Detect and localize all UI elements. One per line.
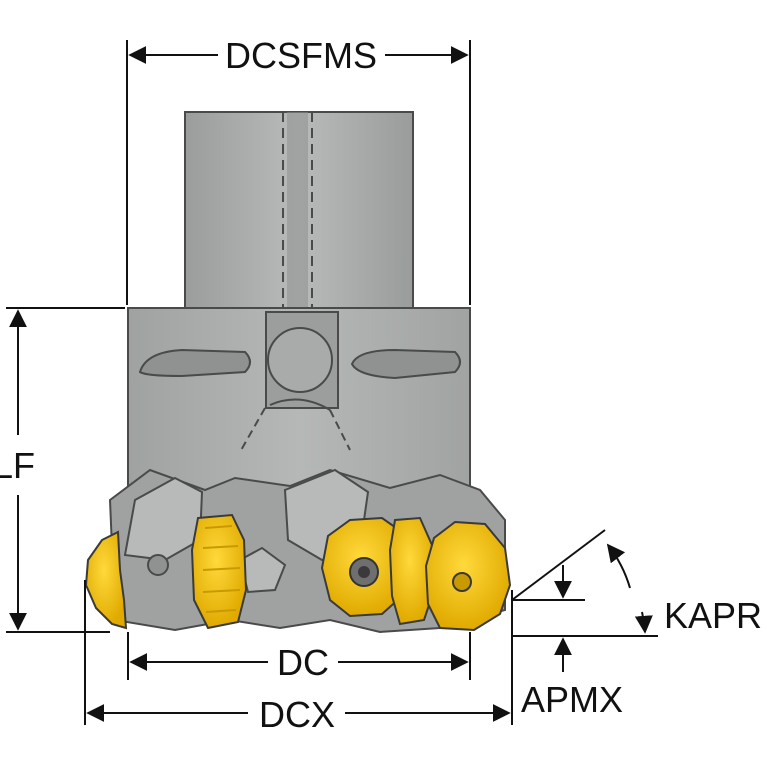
- screw-slot-left: [138, 348, 251, 378]
- insert-left: [84, 530, 128, 630]
- dimension-labels: DCSFMS LF DC DCX KAPR APMX: [0, 35, 762, 735]
- label-dc: DC: [277, 642, 329, 683]
- cutting-inserts: [84, 513, 512, 632]
- kapr-angle-line: [511, 529, 606, 601]
- label-apmx: APMX: [521, 679, 623, 720]
- kapr-arc-top: [606, 543, 631, 589]
- dimension-lines: [6, 40, 658, 725]
- insert-left-center: [190, 513, 248, 630]
- label-lf: LF: [0, 445, 35, 486]
- screw-slot-right: [350, 348, 461, 380]
- central-bore: [267, 327, 333, 393]
- label-dcsfms: DCSFMS: [225, 35, 377, 76]
- kapr-arc-bottom: [634, 611, 653, 634]
- insert-center-right: [388, 516, 436, 626]
- label-dcx: DCX: [259, 694, 335, 735]
- label-kapr: KAPR: [664, 595, 762, 636]
